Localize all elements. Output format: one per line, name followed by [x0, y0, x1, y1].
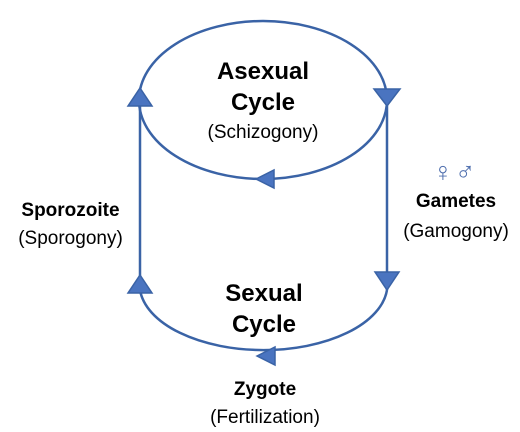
arrow-left-up-lower	[126, 273, 154, 294]
sexual-cycle-arc	[138, 289, 389, 352]
asexual-title-line2: Cycle	[230, 89, 296, 116]
zygote-subtitle: (Fertilization)	[210, 407, 320, 428]
sexual-title-line2: Cycle	[231, 311, 297, 338]
arrow-right-down-lower	[373, 271, 401, 292]
gametes-subtitle: (Gamogony)	[403, 221, 509, 242]
arrow-left-up-upper	[126, 86, 154, 107]
sporozoite-title: Sporozoite	[21, 200, 120, 221]
sexual-title-line1: Sexual	[225, 280, 303, 307]
asexual-title-line1: Asexual	[216, 58, 310, 85]
arrow-sexual-bottom-left	[255, 345, 276, 367]
gametes-title: Gametes	[415, 191, 497, 212]
sporozoite-subtitle: (Sporogony)	[18, 228, 123, 249]
zygote-title: Zygote	[233, 379, 297, 400]
arrow-top-right-down	[372, 88, 402, 108]
asexual-subtitle: (Schizogony)	[207, 122, 319, 143]
gender-symbols: ♀♂	[432, 157, 478, 187]
arrow-asexual-bottom-left	[254, 168, 275, 190]
